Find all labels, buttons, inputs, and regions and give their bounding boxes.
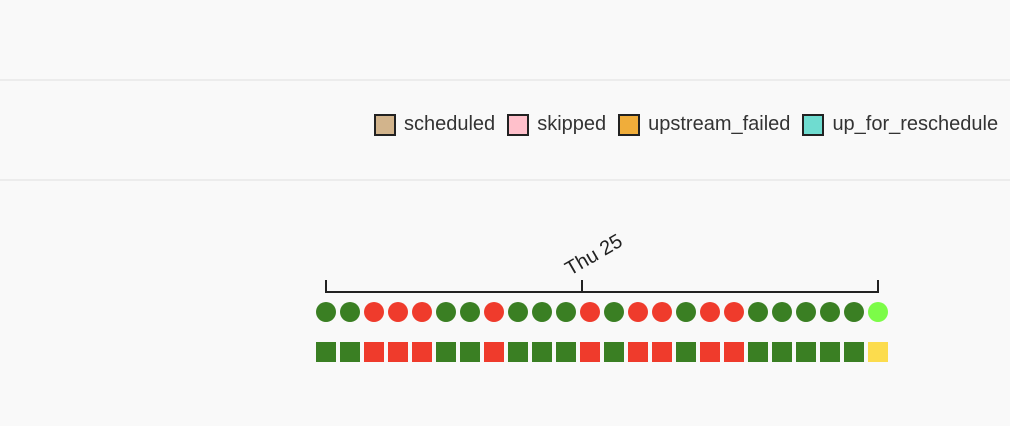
task-instance-failed[interactable] (364, 342, 384, 362)
dag-run-failed[interactable] (580, 302, 600, 322)
task-instance-success[interactable] (844, 342, 864, 362)
dag-run-failed[interactable] (388, 302, 408, 322)
legend: scheduled skipped upstream_failed up_for… (374, 113, 1010, 136)
legend-item-upstream-failed: upstream_failed (618, 113, 790, 136)
legend-swatch-up-for-reschedule (802, 113, 825, 136)
dag-run-success[interactable] (340, 302, 360, 322)
divider-top (0, 79, 1010, 81)
dag-run-success[interactable] (556, 302, 576, 322)
date-label: Thu 25 (562, 230, 627, 280)
dag-run-success[interactable] (676, 302, 696, 322)
legend-swatch-upstream-failed (618, 113, 641, 136)
date-bracket (325, 280, 879, 293)
task-instance-queued[interactable] (868, 342, 888, 362)
task-instance-success[interactable] (436, 342, 456, 362)
task-instance-success[interactable] (532, 342, 552, 362)
dag-run-failed[interactable] (364, 302, 384, 322)
dag-run-success[interactable] (796, 302, 816, 322)
legend-item-up-for-reschedule: up_for_reschedule (802, 113, 998, 136)
task-instance-success[interactable] (508, 342, 528, 362)
dag-run-failed[interactable] (652, 302, 672, 322)
legend-label: scheduled (404, 113, 496, 135)
legend-item-skipped: skipped (507, 113, 606, 136)
task-instance-success[interactable] (820, 342, 840, 362)
legend-swatch-skipped (507, 113, 530, 136)
dag-run-success[interactable] (436, 302, 456, 322)
task-instance-success[interactable] (556, 342, 576, 362)
dag-run-success[interactable] (508, 302, 528, 322)
dag-run-failed[interactable] (724, 302, 744, 322)
dag-run-success[interactable] (748, 302, 768, 322)
task-instance-failed[interactable] (388, 342, 408, 362)
task-instance-failed[interactable] (412, 342, 432, 362)
task-instance-failed[interactable] (700, 342, 720, 362)
task-instance-failed[interactable] (628, 342, 648, 362)
dag-run-success[interactable] (460, 302, 480, 322)
legend-label: upstream_failed (648, 113, 791, 135)
dag-run-failed[interactable] (412, 302, 432, 322)
task-instance-success[interactable] (316, 342, 336, 362)
dag-run-running[interactable] (868, 302, 888, 322)
divider-bottom (0, 179, 1010, 181)
task-instance-failed[interactable] (580, 342, 600, 362)
task-instance-success[interactable] (460, 342, 480, 362)
dag-run-success[interactable] (604, 302, 624, 322)
dag-run-success[interactable] (772, 302, 792, 322)
dag-run-failed[interactable] (628, 302, 648, 322)
task-instance-failed[interactable] (652, 342, 672, 362)
dag-run-success[interactable] (316, 302, 336, 322)
dag-run-success[interactable] (844, 302, 864, 322)
task-instance-success[interactable] (772, 342, 792, 362)
dag-run-success[interactable] (820, 302, 840, 322)
legend-label: up_for_reschedule (832, 113, 999, 135)
task-instance-success[interactable] (604, 342, 624, 362)
legend-swatch-scheduled (374, 113, 396, 136)
legend-item-scheduled: scheduled (374, 113, 495, 136)
dag-runs-row (316, 302, 888, 322)
task-instance-failed[interactable] (724, 342, 744, 362)
task-instance-success[interactable] (340, 342, 360, 362)
dag-run-failed[interactable] (700, 302, 720, 322)
task-instance-success[interactable] (676, 342, 696, 362)
task-instance-failed[interactable] (484, 342, 504, 362)
dag-run-success[interactable] (532, 302, 552, 322)
date-axis: Thu 25 (325, 230, 879, 293)
legend-label: skipped (537, 113, 607, 135)
task-instances-row (316, 342, 888, 362)
task-instance-success[interactable] (796, 342, 816, 362)
dag-run-failed[interactable] (484, 302, 504, 322)
task-instance-success[interactable] (748, 342, 768, 362)
